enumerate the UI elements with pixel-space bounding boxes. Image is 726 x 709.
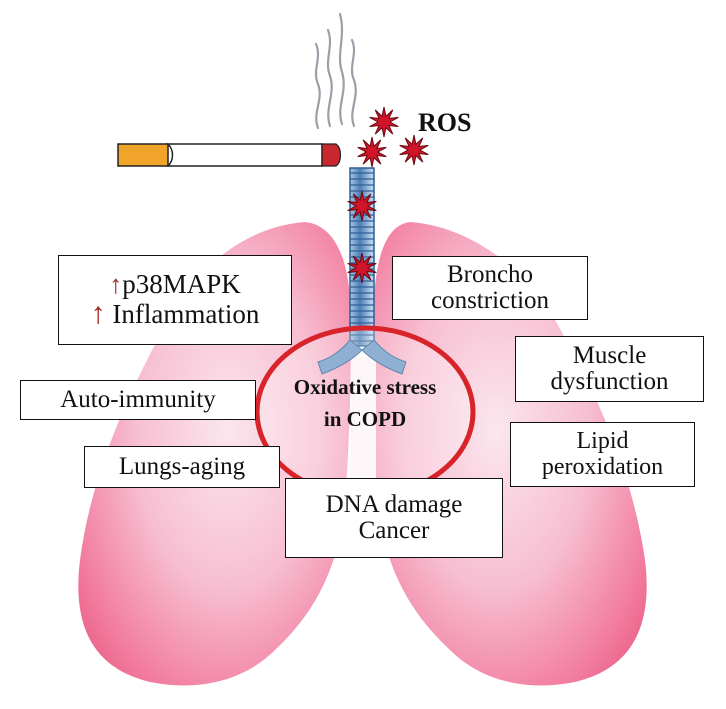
muscle-dysfunction-box: Muscle dysfunction [515, 336, 704, 402]
auto-immunity-box: Auto-immunity [20, 380, 256, 420]
ros-label: ROS [418, 108, 472, 137]
p38-inflammation-box: ↑p38MAPK ↑ Inflammation [58, 255, 292, 345]
broncho-line2: constriction [430, 287, 550, 314]
lipid-line2: peroxidation [541, 453, 664, 480]
ros-burst-icon [347, 252, 377, 284]
ros-burst-icon [399, 134, 429, 166]
dna-damage-box: DNA damage Cancer [285, 478, 503, 558]
broncho-line1: Broncho [446, 260, 534, 288]
ros-burst-icon [369, 106, 399, 138]
ros-burst-group [347, 106, 429, 284]
lipid-line1: Lipid [576, 428, 629, 455]
bronchoconstriction-box: Broncho constriction [392, 256, 588, 320]
up-arrow-icon: ↑ [109, 270, 123, 300]
ros-burst-icon [357, 136, 387, 168]
smoke-icon [314, 12, 357, 130]
center-title: Oxidative stress in COPD [262, 372, 468, 435]
muscle-line1: Muscle [572, 341, 647, 369]
auto-immunity-label: Auto-immunity [60, 385, 216, 413]
dna-line1: DNA damage [325, 490, 463, 518]
center-title-line1: Oxidative stress [293, 375, 437, 399]
ros-burst-icon [347, 190, 377, 222]
p38-row: ↑p38MAPK [109, 270, 241, 298]
inflammation-row: ↑ Inflammation [91, 298, 260, 330]
lungs-aging-box: Lungs-aging [84, 446, 280, 488]
right-lung [372, 222, 647, 686]
lipid-peroxidation-box: Lipid peroxidation [510, 422, 695, 487]
inflammation-label: Inflammation [112, 299, 260, 330]
lungs-aging-label: Lungs-aging [118, 452, 246, 480]
center-title-line2: in COPD [323, 406, 407, 431]
dna-line2: Cancer [358, 517, 430, 544]
cigarette-icon [117, 143, 342, 167]
p38-label: p38MAPK [122, 269, 241, 300]
muscle-line2: dysfunction [550, 368, 669, 395]
up-arrow-icon: ↑ [90, 297, 106, 331]
